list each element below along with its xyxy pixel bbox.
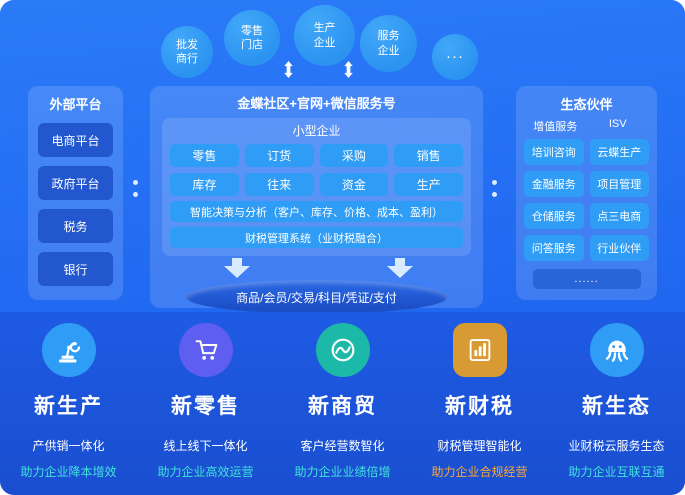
module-funds: 资金 <box>319 173 389 196</box>
value-prop-desc: 财税管理智能化 <box>437 439 522 453</box>
module-production: 生产 <box>394 173 463 196</box>
external-platforms-title: 外部平台 <box>49 97 102 112</box>
bubble-production-enterprise: 生产 企业 <box>294 5 355 66</box>
connector-dots-right <box>492 180 497 197</box>
value-prop-benefit: 助力企业合规经营 <box>431 465 528 479</box>
partner-industry: 行业伙伴 <box>589 235 649 261</box>
value-prop-new-ecosystem: 新生态 业财税云服务生态 助力企业互联互通 <box>548 312 685 495</box>
bubble-wholesale: 批发 商行 <box>161 26 213 78</box>
icon-badge <box>452 323 507 377</box>
value-added-header: 增值服务 <box>533 121 578 133</box>
module-transactions: 往来 <box>244 173 314 196</box>
octopus-icon <box>605 340 628 362</box>
fiscal-management-bar: 财税管理系统（业财税融合） <box>170 227 463 248</box>
value-prop-new-retail: 新零售 线上线下一体化 助力企业高效运营 <box>137 312 274 495</box>
flow-arrows <box>162 256 471 280</box>
bubble-service-enterprise: 服务 企业 <box>360 15 417 72</box>
icon-badge <box>178 323 233 377</box>
icon-badge <box>41 323 96 377</box>
robot-arm-icon <box>58 342 80 363</box>
value-prop-benefit: 助力企业高效运营 <box>157 465 254 479</box>
bubble-label: 服务 企业 <box>377 30 400 57</box>
value-prop-new-fiscal: 新财税 财税管理智能化 助力企业合规经营 <box>411 312 548 495</box>
partner-diansan-ecommerce: 点三电商 <box>589 203 649 229</box>
bubble-label: 批发 商行 <box>176 38 198 65</box>
module-retail: 零售 <box>170 144 239 167</box>
down-arrow-icon <box>387 258 413 278</box>
module-inventory: 库存 <box>170 173 239 196</box>
down-arrow-icon <box>224 258 250 278</box>
external-platform-tax: 税务 <box>38 209 113 243</box>
ecosystem-partners-title: 生态伙伴 <box>560 97 613 112</box>
updown-arrow-icon <box>343 61 354 78</box>
bubble-more: ··· <box>432 34 478 80</box>
module-sales: 销售 <box>394 144 463 167</box>
external-platform-bank: 银行 <box>38 252 113 286</box>
trend-wave-icon <box>331 338 354 362</box>
value-prop-title: 新生产 <box>34 395 103 418</box>
value-prop-desc: 产供销一体化 <box>32 439 105 453</box>
value-added-column: 培训咨询 金融服务 仓储服务 问答服务 <box>524 139 584 261</box>
core-platform-header: 金蝶社区+官网+微信服务号 <box>237 96 396 111</box>
partner-column-headers: 增值服务 ISV <box>524 118 649 134</box>
value-prop-new-commerce: 新商贸 客户经营数智化 助力企业业绩倍增 <box>274 312 411 495</box>
shopping-cart-icon <box>195 340 217 360</box>
partner-training: 培训咨询 <box>524 139 584 165</box>
value-prop-desc: 业财税云服务生态 <box>568 439 665 453</box>
value-prop-benefit: 助力企业降本增效 <box>20 465 117 479</box>
core-platform-panel: 金蝶社区+官网+微信服务号 小型企业 零售 订货 采购 销售 库存 往来 资金 … <box>150 86 483 314</box>
bubble-label: 零售 门店 <box>241 24 263 51</box>
bubble-label: 生产 企业 <box>313 22 336 49</box>
value-prop-benefit: 助力企业互联互通 <box>568 465 665 479</box>
bubble-label: ··· <box>446 48 464 66</box>
value-props-section: 新生产 产供销一体化 助力企业降本增效 新零售 线上线下一体化 助力企业高效运营 <box>0 312 685 495</box>
icon-badge <box>315 323 370 377</box>
module-grid: 零售 订货 采购 销售 库存 往来 资金 生产 <box>170 144 463 196</box>
partner-warehousing: 仓储服务 <box>524 203 584 229</box>
module-ordering: 订货 <box>244 144 314 167</box>
isv-column: 云蝶生产 项目管理 点三电商 行业伙伴 <box>589 139 649 261</box>
value-prop-title: 新生态 <box>582 395 651 418</box>
value-prop-title: 新财税 <box>445 395 514 418</box>
bubble-retail-store: 零售 门店 <box>224 10 280 66</box>
small-enterprise-title: 小型企业 <box>292 124 341 138</box>
updown-arrow-icon <box>283 61 294 78</box>
external-platforms-panel: 外部平台 电商平台 政府平台 税务 银行 <box>28 86 123 300</box>
bar-chart-icon <box>469 339 490 361</box>
module-procurement: 采购 <box>319 144 389 167</box>
partner-yundie-production: 云蝶生产 <box>589 139 649 165</box>
partner-qa-service: 问答服务 <box>524 235 584 261</box>
value-prop-benefit: 助力企业业绩倍增 <box>294 465 391 479</box>
decision-analysis-bar: 智能决策与分析（客户、库存、价格、成本、盈利） <box>170 201 463 222</box>
ecosystem-partners-panel: 生态伙伴 增值服务 ISV 培训咨询 金融服务 仓储服务 问答服务 云蝶生产 项… <box>516 86 657 300</box>
value-prop-desc: 线上线下一体化 <box>163 439 248 453</box>
partner-finance: 金融服务 <box>524 171 584 197</box>
external-platform-ecommerce: 电商平台 <box>38 123 113 157</box>
partner-project-management: 项目管理 <box>589 171 649 197</box>
external-platform-government: 政府平台 <box>38 166 113 200</box>
value-prop-new-production: 新生产 产供销一体化 助力企业降本增效 <box>0 312 137 495</box>
data-base-ellipse: 商品/会员/交易/科目/凭证/支付 <box>185 280 448 314</box>
value-prop-desc: 客户经营数智化 <box>300 439 385 453</box>
value-prop-title: 新商贸 <box>308 395 377 418</box>
small-enterprise-box: 小型企业 零售 订货 采购 销售 库存 往来 资金 生产 智能决策与分析（客户、… <box>162 118 471 256</box>
connector-dots-left <box>133 180 138 197</box>
value-prop-title: 新零售 <box>171 395 240 418</box>
architecture-section: 批发 商行 零售 门店 生产 企业 服务 企业 ··· 外部平台 电商平台 政府… <box>0 0 685 314</box>
icon-badge <box>589 323 644 377</box>
partner-chip-grid: 培训咨询 金融服务 仓储服务 问答服务 云蝶生产 项目管理 点三电商 行业伙伴 <box>524 139 649 261</box>
isv-header: ISV <box>608 118 627 130</box>
partners-more-chip: ...... <box>532 269 641 289</box>
